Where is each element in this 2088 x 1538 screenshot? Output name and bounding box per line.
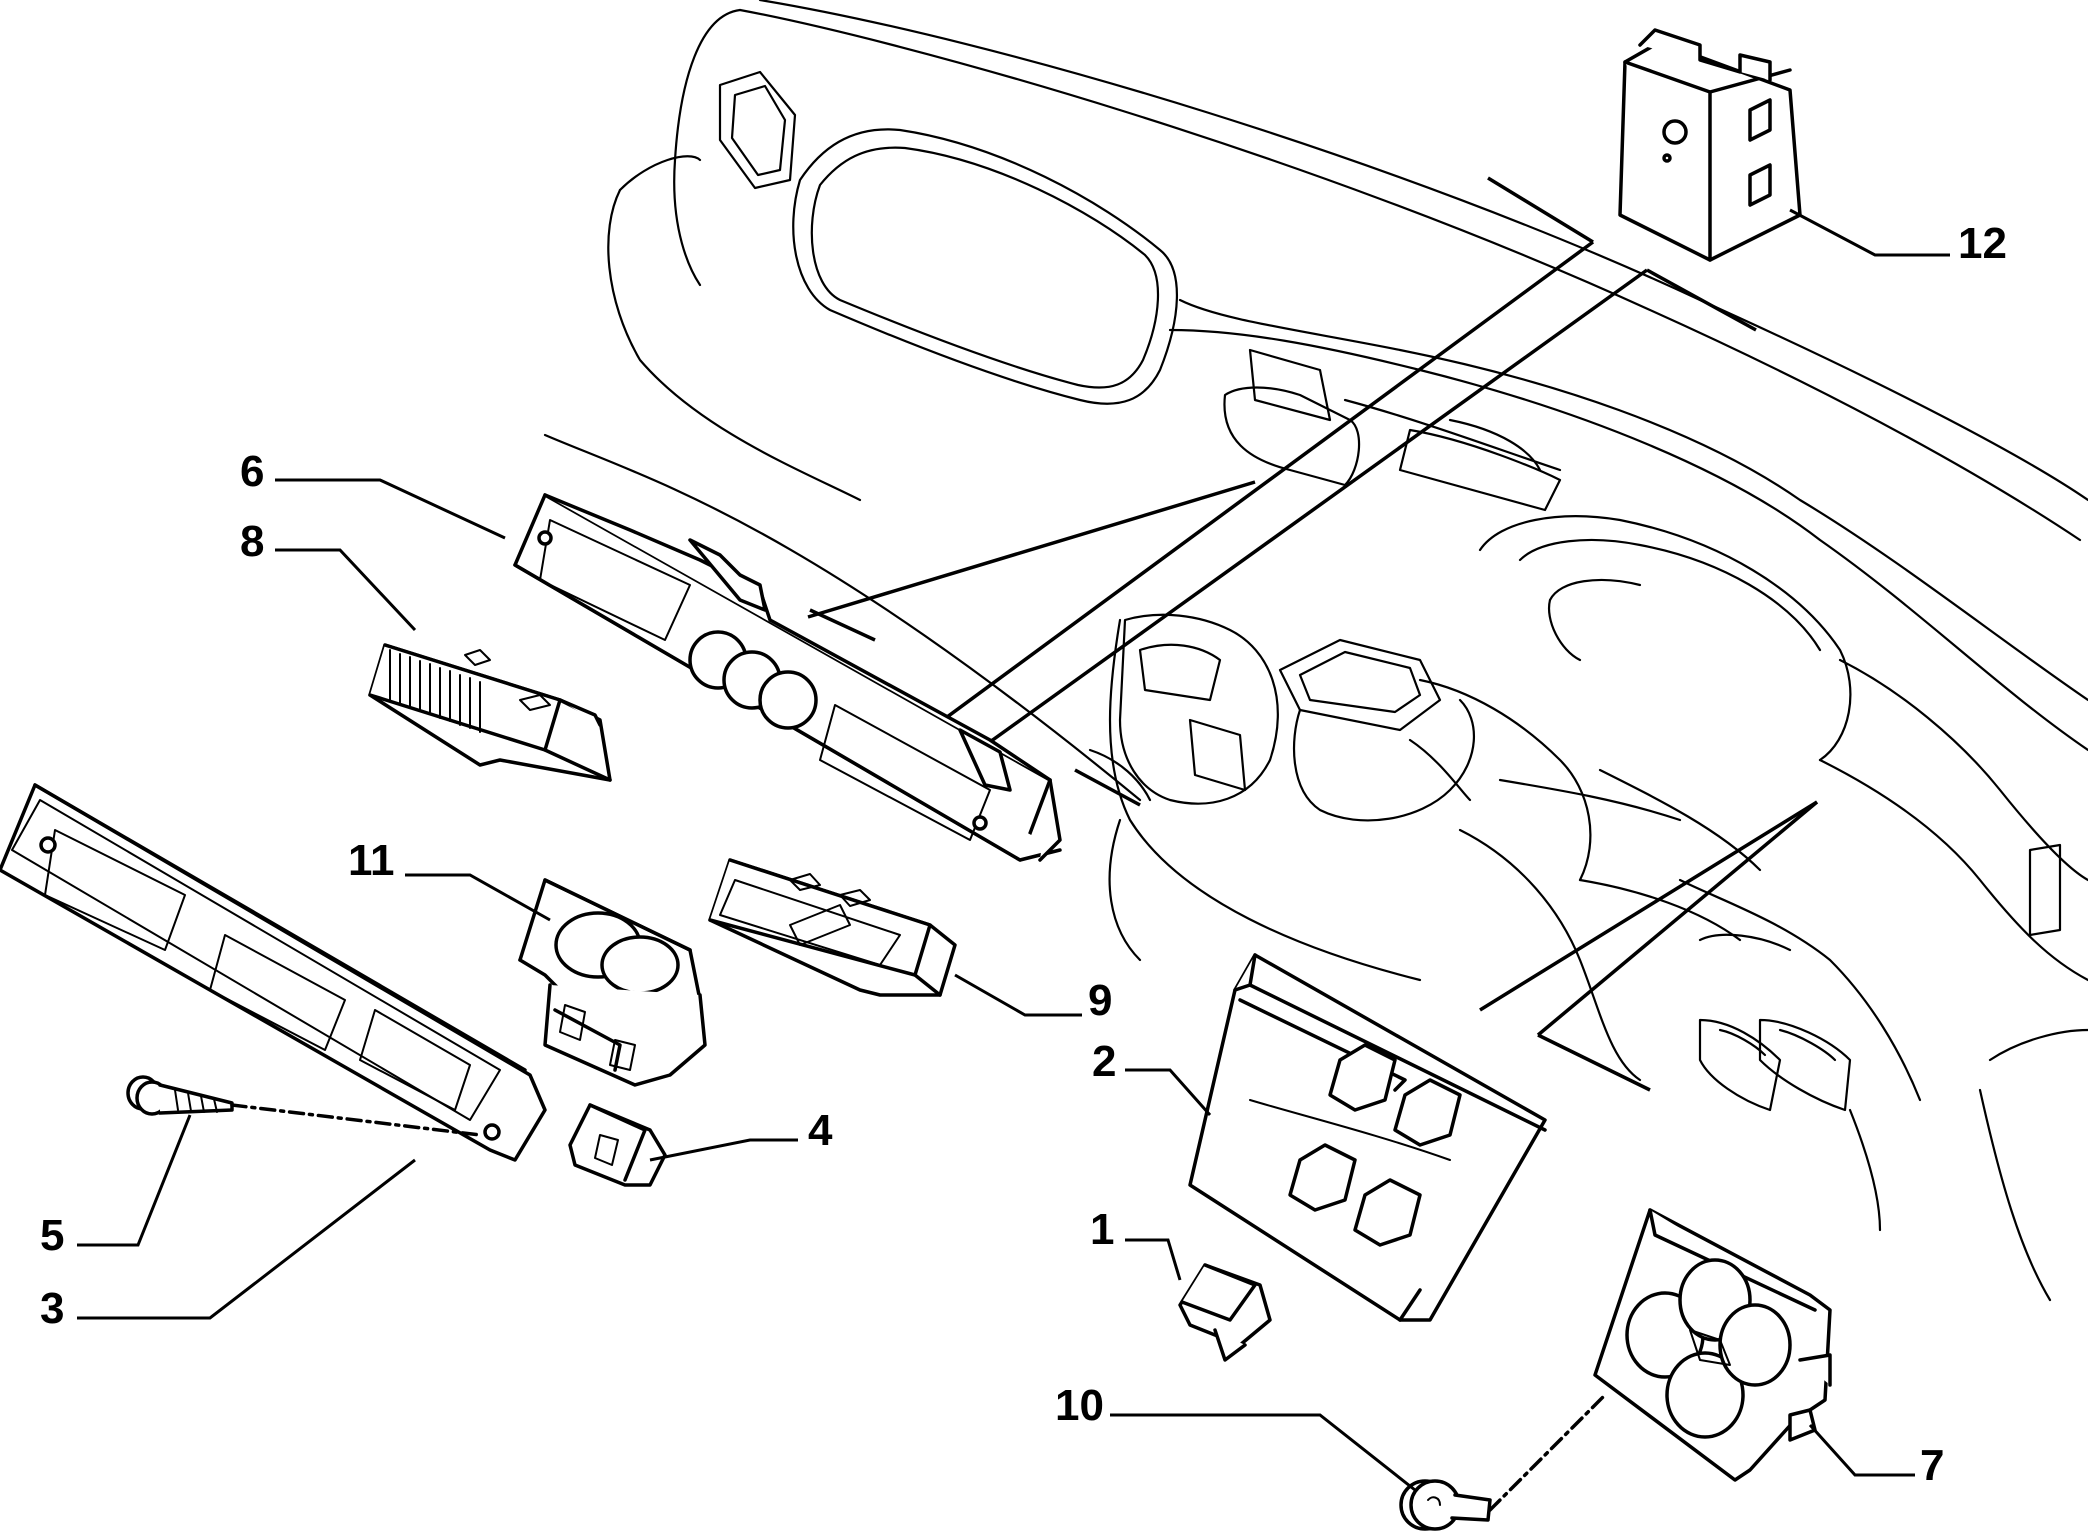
callout-5: 5 bbox=[40, 1211, 64, 1260]
part-11-bezel bbox=[518, 878, 707, 1087]
part-4-clip bbox=[568, 1103, 667, 1187]
callout-4: 4 bbox=[808, 1106, 833, 1155]
part-10-knob bbox=[1399, 1393, 1607, 1531]
callout-7: 7 bbox=[1920, 1441, 1944, 1490]
callout-12: 12 bbox=[1958, 219, 2007, 268]
leader-lines bbox=[77, 208, 1950, 1492]
callout-9: 9 bbox=[1088, 976, 1112, 1025]
part-3-lower-trim bbox=[0, 783, 547, 1162]
part-7-socket-panel bbox=[1593, 1208, 1832, 1482]
explosion-guides bbox=[807, 176, 1819, 1092]
callout-1: 1 bbox=[1090, 1205, 1114, 1254]
callout-6: 6 bbox=[240, 447, 264, 496]
callout-labels: 12 6 8 11 9 2 4 5 3 1 10 7 bbox=[40, 219, 2007, 1490]
part-5-screw bbox=[126, 1075, 482, 1137]
callout-10: 10 bbox=[1055, 1381, 1104, 1430]
part-9-vent-insert bbox=[708, 858, 957, 997]
callout-11: 11 bbox=[348, 836, 395, 885]
part-6-trim-panel bbox=[513, 493, 1062, 862]
dashboard-outline bbox=[543, 0, 2088, 1302]
part-2-switch-panel bbox=[1188, 953, 1547, 1322]
callout-8: 8 bbox=[240, 517, 264, 566]
callout-2: 2 bbox=[1092, 1037, 1116, 1086]
part-12-bracket bbox=[1618, 28, 1802, 262]
part-1-switch bbox=[1178, 1263, 1272, 1362]
part-8-vent bbox=[368, 643, 612, 782]
callout-3: 3 bbox=[40, 1284, 64, 1333]
